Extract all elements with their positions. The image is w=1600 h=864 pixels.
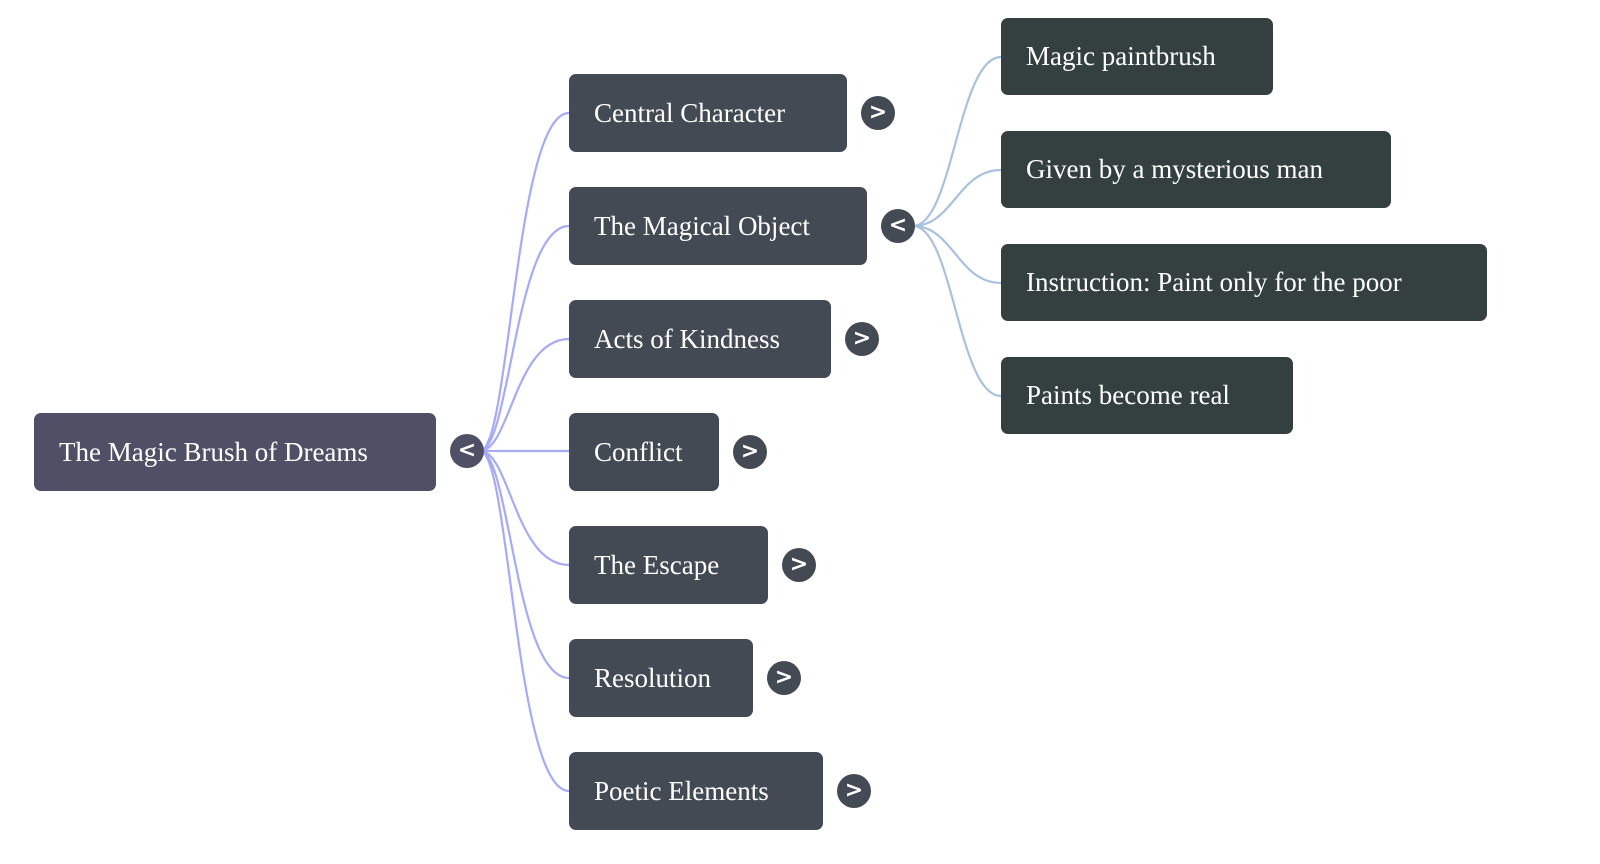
branch-node-conflict[interactable]: Conflict — [569, 413, 719, 491]
branch-node-resolution[interactable]: Resolution — [569, 639, 753, 717]
leaf-node-magic-paintbrush[interactable]: Magic paintbrush — [1001, 18, 1273, 95]
branch-label: Poetic Elements — [594, 775, 769, 806]
leaf-label: Instruction: Paint only for the poor — [1026, 267, 1402, 297]
root-connector — [479, 449, 570, 793]
expand-toggle-icon[interactable]: > — [767, 661, 801, 695]
branch-label: Acts of Kindness — [594, 323, 780, 354]
branch-label: The Magical Object — [594, 210, 810, 241]
branch-node-the-escape[interactable]: The Escape — [569, 526, 768, 604]
expand-toggle-icon[interactable]: > — [837, 774, 871, 808]
leaf-label: Magic paintbrush — [1026, 41, 1216, 71]
expand-toggle-icon[interactable]: > — [782, 548, 816, 582]
root-connector — [479, 224, 570, 453]
branch-node-the-magical-object[interactable]: The Magical Object — [569, 187, 867, 265]
root-connector — [479, 337, 570, 453]
leaf-label: Paints become real — [1026, 380, 1230, 410]
root-node[interactable]: The Magic Brush of Dreams — [34, 413, 436, 491]
branch-node-acts-of-kindness[interactable]: Acts of Kindness — [569, 300, 831, 378]
leaf-label: Given by a mysterious man — [1026, 154, 1323, 184]
branch-node-poetic-elements[interactable]: Poetic Elements — [569, 752, 823, 830]
branch-connector — [912, 55, 1002, 228]
root-node-label: The Magic Brush of Dreams — [59, 436, 368, 467]
branch-label: Resolution — [594, 662, 712, 693]
branch-label: Conflict — [594, 436, 683, 467]
branch-connector — [912, 224, 1002, 398]
leaf-node-given-by-mysterious-man[interactable]: Given by a mysterious man — [1001, 131, 1391, 208]
branch-connector — [912, 168, 1002, 228]
expand-toggle-icon[interactable]: > — [845, 322, 879, 356]
collapse-toggle-icon[interactable]: < — [881, 209, 915, 243]
branch-label: The Escape — [594, 549, 720, 580]
expand-toggle-icon[interactable]: > — [861, 96, 895, 130]
leaf-node-paints-become-real[interactable]: Paints become real — [1001, 357, 1293, 434]
root-connector — [479, 449, 570, 567]
root-connector — [479, 111, 570, 453]
leaf-node-instruction[interactable]: Instruction: Paint only for the poor — [1001, 244, 1487, 321]
branch-label: Central Character — [594, 97, 786, 128]
branch-node-central-character[interactable]: Central Character — [569, 74, 847, 152]
expand-toggle-icon[interactable]: > — [733, 435, 767, 469]
branch-connector — [912, 224, 1002, 285]
collapse-toggle-icon[interactable]: < — [450, 434, 484, 468]
root-connector — [479, 449, 570, 680]
